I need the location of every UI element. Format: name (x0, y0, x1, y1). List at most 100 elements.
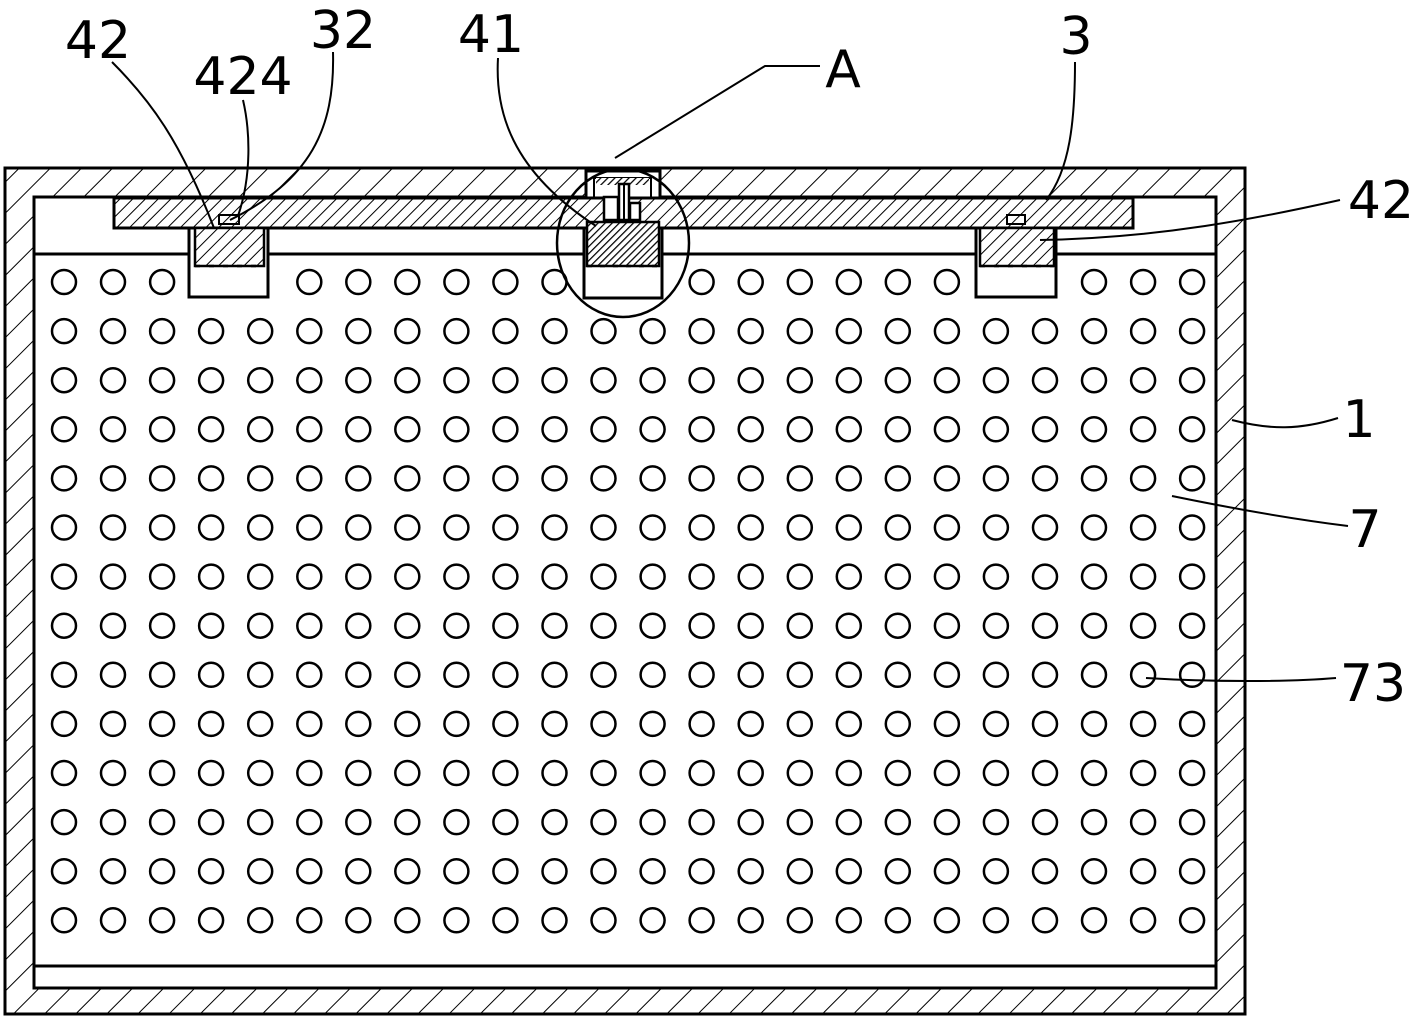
perforation-hole (639, 563, 666, 590)
perforation-hole (1178, 907, 1206, 934)
perforation-hole (148, 317, 176, 345)
perforation-hole (688, 612, 715, 639)
perforation-hole (884, 661, 912, 689)
perforation-hole (99, 612, 127, 639)
perforation-hole (737, 268, 764, 296)
perforation-hole (443, 857, 470, 885)
perforation-hole (443, 563, 470, 590)
leader-1 (1231, 417, 1339, 429)
perforation-hole (541, 366, 568, 394)
perforation-hole (345, 907, 372, 934)
perforation-hole (443, 612, 470, 639)
perforation-hole (541, 759, 568, 787)
perforation-hole (737, 710, 764, 738)
perforation-hole (541, 710, 568, 738)
perforation-hole (1080, 759, 1108, 787)
perforation-hole (148, 268, 176, 296)
perforation-hole (786, 808, 814, 836)
perforation-hole (345, 416, 372, 443)
perforation-hole (296, 907, 323, 934)
perforation-hole (541, 563, 568, 590)
perforation-hole (1129, 759, 1157, 787)
perforation-hole (1031, 759, 1059, 787)
perforation-hole (197, 808, 225, 836)
perforation-hole (50, 857, 78, 885)
perforation-hole (345, 661, 372, 689)
perforation-hole (50, 907, 78, 934)
perforation-hole (835, 710, 863, 738)
perforation-hole (443, 514, 470, 541)
perforation-hole (443, 268, 470, 296)
perforation-hole (786, 416, 814, 443)
perforation-hole (786, 759, 814, 787)
perforation-hole (197, 759, 225, 787)
perforation-hole (786, 268, 814, 296)
perforation-hole (1080, 416, 1108, 443)
perforation-hole (99, 268, 127, 296)
perforation-hole (786, 514, 814, 541)
right-clamp-block (978, 226, 1056, 268)
perforation-hole (148, 710, 176, 738)
perforation-hole (1178, 661, 1206, 689)
perforation-hole (786, 465, 814, 492)
perforation-hole (1129, 710, 1157, 738)
perforation-hole (688, 563, 715, 590)
perforation-hole (148, 612, 176, 639)
perforation-hole (148, 514, 176, 541)
perforation-hole (1129, 514, 1157, 541)
perforation-hole (786, 612, 814, 639)
perforation-hole (835, 612, 863, 639)
perforation-hole (982, 465, 1010, 492)
perforation-hole (688, 514, 715, 541)
perforation-hole (590, 907, 617, 934)
perforation-hole (1080, 808, 1108, 836)
perforation-hole (541, 857, 568, 885)
leader-41 (496, 57, 597, 227)
perforation-hole (982, 416, 1010, 443)
perforation-hole (737, 907, 764, 934)
perforation-hole (933, 759, 961, 787)
perforation-hole (99, 907, 127, 934)
perforation-hole (982, 808, 1010, 836)
perforation-hole (1129, 612, 1157, 639)
perforation-hole (884, 857, 912, 885)
perforation-hole (1031, 612, 1059, 639)
perforation-hole (345, 317, 372, 345)
leader-3 (1045, 61, 1076, 201)
perforation-hole (1129, 465, 1157, 492)
left-clamp (187, 214, 270, 299)
left-notch-424 (218, 214, 240, 225)
perforation-hole (835, 465, 863, 492)
perforation-hole (394, 416, 421, 443)
perforation-hole (296, 465, 323, 492)
perforation-hole (933, 514, 961, 541)
perforation-hole (639, 366, 666, 394)
perforation-hole (296, 857, 323, 885)
perforation-hole (639, 710, 666, 738)
leader-7 (1171, 495, 1349, 527)
callout-32: 32 (310, 1, 376, 61)
perforation-hole (835, 563, 863, 590)
perforation-hole (246, 563, 274, 590)
perforation-hole (1031, 317, 1059, 345)
callout-424: 424 (193, 47, 292, 107)
perforation-hole (197, 710, 225, 738)
perforation-hole (933, 808, 961, 836)
perforation-hole (394, 759, 421, 787)
leader-42-left (111, 61, 215, 229)
perforation-hole (1031, 907, 1059, 934)
perforation-hole (590, 808, 617, 836)
perforation-hole (345, 268, 372, 296)
perforation-hole (688, 710, 715, 738)
perforation-hole (982, 661, 1010, 689)
perforation-hole (246, 612, 274, 639)
perforation-hole (197, 907, 225, 934)
perforation-hole (1080, 907, 1108, 934)
perforation-hole (835, 808, 863, 836)
lock-bolt-right (628, 201, 642, 222)
perforation-hole (148, 661, 176, 689)
perforation-hole (148, 907, 176, 934)
perforation-hole (1178, 268, 1206, 296)
perforation-hole (492, 514, 519, 541)
perforation-hole (492, 612, 519, 639)
